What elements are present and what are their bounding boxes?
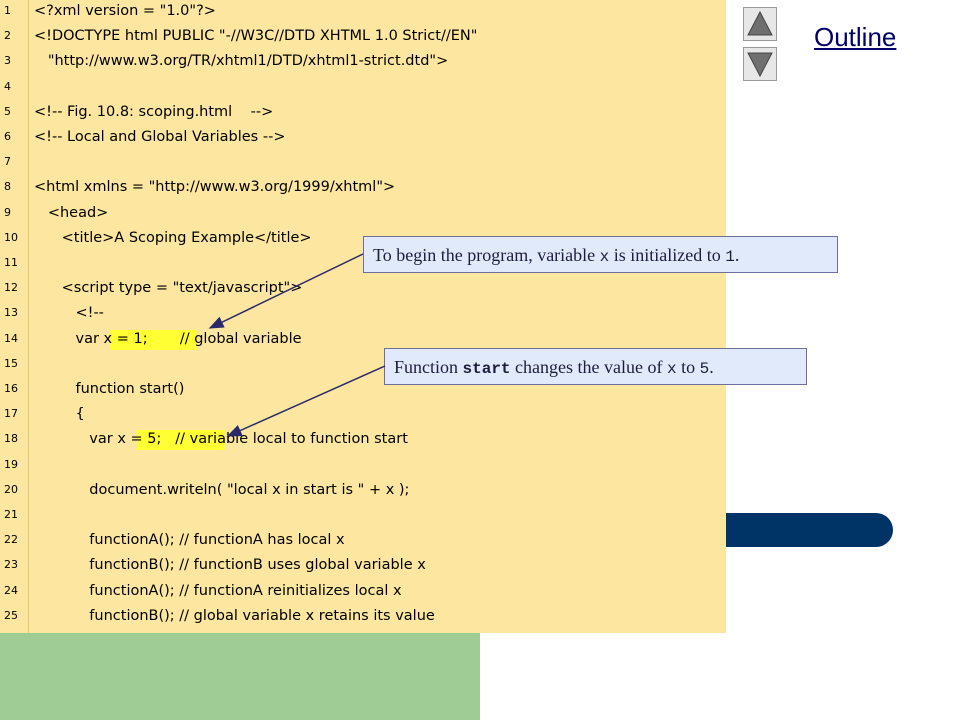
code-line: 2 <!DOCTYPE html PUBLIC "-//W3C//DTD XHTM… <box>0 25 726 50</box>
line-number: 1 <box>4 4 11 17</box>
code-line: 5 <!-- Fig. 10.8: scoping.html --> <box>0 101 726 126</box>
line-number: 12 <box>4 281 18 295</box>
triangle-up-icon <box>747 10 773 36</box>
code-line: 6 <!-- Local and Global Variables --> <box>0 126 726 151</box>
callout-text: to <box>676 357 700 377</box>
code-text: <title>A Scoping Example</title> <box>34 229 312 246</box>
code-line: 11 <box>0 252 726 277</box>
line-number: 22 <box>4 533 18 547</box>
code-line: 20 document.writeln( "local x in start i… <box>0 479 726 504</box>
code-text: functionB(); // functionB uses global va… <box>34 557 426 574</box>
code-text: <script type = "text/javascript"> <box>34 280 303 297</box>
next-slide-button[interactable] <box>743 47 777 81</box>
code-text: <!-- <box>34 305 104 322</box>
code-line: 9 <head> <box>0 202 726 227</box>
callout-text: . <box>709 357 714 377</box>
code-line: 21 <box>0 504 726 529</box>
callout-start-change: Function start changes the value of x to… <box>384 348 807 385</box>
callout-text: changes the value of <box>510 357 667 377</box>
code-text: "http://www.w3.org/TR/xhtml1/DTD/xhtml1-… <box>34 53 449 70</box>
code-line: 4 <box>0 76 726 101</box>
code-line: 19 <box>0 454 726 479</box>
code-line: 3 "http://www.w3.org/TR/xhtml1/DTD/xhtml… <box>0 50 726 75</box>
code-line: 14 var x = 1; // global variable <box>0 328 726 353</box>
code-text: <head> <box>34 204 109 221</box>
code-line: 17 { <box>0 403 726 428</box>
line-number: 19 <box>4 457 18 471</box>
code-text: function start() <box>34 381 185 397</box>
line-number: 15 <box>4 356 18 370</box>
callout-text: is initialized to <box>609 245 726 265</box>
line-number: 3 <box>4 54 11 68</box>
line-number: 20 <box>4 482 18 496</box>
code-text: <!-- Local and Global Variables --> <box>34 129 286 145</box>
code-line: 24 functionA(); // functionA reinitializ… <box>0 580 726 605</box>
line-number: 24 <box>4 583 18 597</box>
code-line: 25 functionB(); // global variable x ret… <box>0 605 726 630</box>
callout-initialization: To begin the program, variable x is init… <box>363 236 838 273</box>
line-number: 5 <box>4 104 11 118</box>
callout-text: Function <box>394 357 463 377</box>
line-number: 2 <box>4 29 11 43</box>
code-line: 8 <html xmlns = "http://www.w3.org/1999/x… <box>0 176 726 201</box>
triangle-down-icon <box>747 52 773 78</box>
callout-text: To begin the program, variable <box>373 245 600 265</box>
callout-var: x <box>599 248 610 266</box>
callout-function: start <box>462 360 511 378</box>
code-text: { <box>34 406 85 423</box>
code-line: 15 <box>0 353 726 378</box>
blue-accent-bar <box>720 513 893 547</box>
line-number: 25 <box>4 608 18 622</box>
code-line: 1 <?xml version = "1.0"?> <box>0 0 726 25</box>
code-line: 22 functionA(); // functionA has local x <box>0 529 726 554</box>
line-number: 10 <box>4 230 18 244</box>
outline-link[interactable]: Outline <box>814 22 897 52</box>
code-line: 23 functionB(); // functionB uses global… <box>0 554 726 579</box>
line-number: 14 <box>4 331 18 345</box>
code-highlight <box>110 329 197 350</box>
callout-text: . <box>734 245 740 265</box>
code-text: <html xmlns = "http://www.w3.org/1999/xh… <box>34 179 396 196</box>
code-text: var x = 5; // variable local to function… <box>34 431 408 448</box>
code-line: 16 function start() <box>0 378 726 403</box>
line-number: 4 <box>4 79 11 93</box>
code-text: functionB(); // global variable x retain… <box>34 607 435 624</box>
line-number-gutter <box>0 0 29 633</box>
callout-value: 1 <box>725 248 735 266</box>
code-text: <!DOCTYPE html PUBLIC "-//W3C//DTD XHTML… <box>34 28 478 45</box>
code-line: 18 var x = 5; // variable local to funct… <box>0 428 726 453</box>
code-line: 13 <!-- <box>0 302 726 327</box>
line-number: 21 <box>4 508 18 521</box>
code-text: document.writeln( "local x in start is "… <box>34 481 410 498</box>
callout-var: x <box>666 360 677 378</box>
line-number: 13 <box>4 306 18 320</box>
code-line: 10 <title>A Scoping Example</title> <box>0 227 726 252</box>
code-line: 7 <box>0 151 726 176</box>
code-text: functionA(); // functionA has local x <box>34 532 345 549</box>
line-number: 11 <box>4 256 18 269</box>
previous-slide-button[interactable] <box>743 7 777 41</box>
callout-value: 5 <box>699 360 710 378</box>
line-number: 9 <box>4 205 11 219</box>
line-number: 23 <box>4 558 18 572</box>
code-text: var x = 1; // global variable <box>34 330 302 347</box>
code-listing: 1 <?xml version = "1.0"?> 2 <!DOCTYPE html … <box>0 0 726 633</box>
line-number: 17 <box>4 407 18 421</box>
code-line: 12 <script type = "text/javascript"> <box>0 277 726 302</box>
line-number: 18 <box>4 432 18 446</box>
line-number: 8 <box>4 180 11 194</box>
code-text: functionA(); // functionA reinitializes … <box>34 582 402 599</box>
code-text: <?xml version = "1.0"?> <box>34 3 216 19</box>
line-number: 16 <box>4 382 18 395</box>
line-number: 7 <box>4 155 11 169</box>
code-text: <!-- Fig. 10.8: scoping.html --> <box>34 103 274 120</box>
line-number: 6 <box>4 130 11 143</box>
code-highlight <box>137 430 225 451</box>
